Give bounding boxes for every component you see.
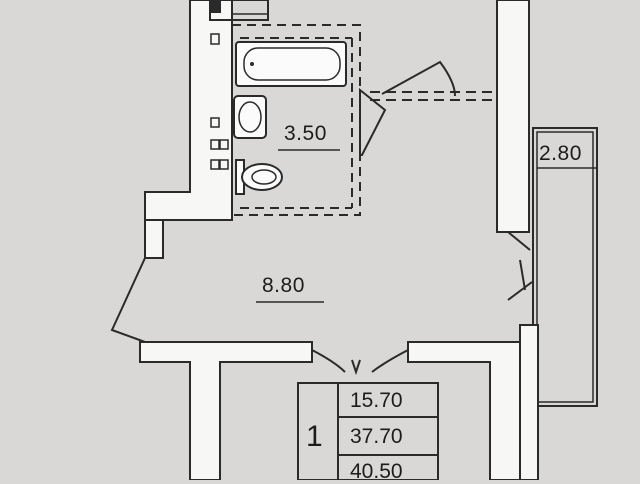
entrance-door: [311, 349, 409, 376]
wall-stub-left: [144, 219, 164, 259]
corridor-door: [381, 60, 456, 97]
lower-right-wall: [407, 341, 521, 480]
balcony-inner: [536, 131, 594, 403]
toilet-bowl: [241, 163, 283, 191]
right-upper-wall: [496, 0, 530, 233]
apartment-number: 1: [306, 420, 323, 453]
bathroom-area-label: 3.50: [284, 122, 327, 145]
riser-marker: [211, 1, 221, 13]
hall-left-door: [110, 257, 146, 343]
balcony-area-label: 2.80: [539, 142, 582, 165]
lower-left-wall: [139, 341, 313, 480]
bathtub: [235, 41, 347, 87]
sink-basin: [238, 101, 262, 133]
upper-left-wall: [144, 0, 233, 221]
summary-table: [297, 382, 439, 480]
living-area-value: 15.70: [350, 389, 403, 412]
balcony-door: [507, 231, 533, 301]
bathroom-boundary: [232, 24, 361, 216]
balcony: [532, 127, 598, 407]
bathtub-drain: [250, 62, 254, 66]
toilet-seat: [251, 169, 277, 185]
area-with-balcony-value: 40.50: [350, 460, 403, 483]
top-fixture: [209, 0, 269, 21]
total-area-value: 37.70: [350, 425, 403, 448]
hall-area-label: 8.80: [262, 274, 305, 297]
bathtub-inner: [243, 47, 341, 81]
right-mid-wall: [519, 324, 539, 480]
bathroom-door: [359, 87, 387, 156]
wall-markers: [210, 33, 229, 170]
